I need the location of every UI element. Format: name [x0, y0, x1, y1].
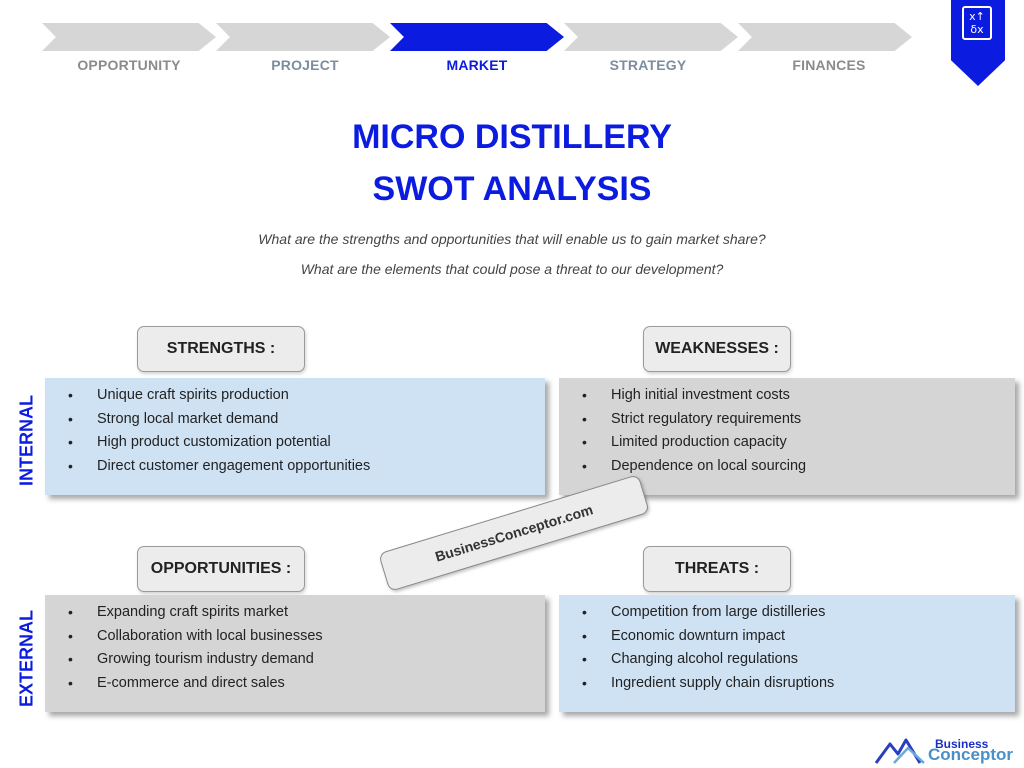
step-label-market: MARKET — [446, 57, 508, 73]
bookmark-badge: x↑δx — [951, 0, 1005, 86]
page-title-line2: SWOT ANALYSIS — [372, 170, 652, 208]
mountain-icon — [874, 738, 925, 764]
progress-steps — [42, 23, 912, 53]
formula-icon: x↑δx — [962, 6, 992, 40]
step-label-finances: FINANCES — [792, 57, 866, 73]
threats-box: Competition from large distilleries Econ… — [559, 595, 1015, 712]
list-item: High product customization potential — [45, 431, 545, 455]
business-conceptor-logo: Business Conceptor — [874, 735, 1019, 767]
step-label-strategy: STRATEGY — [609, 57, 687, 73]
weaknesses-header: WEAKNESSES : — [643, 326, 791, 372]
strengths-header: STRENGTHS : — [137, 326, 305, 372]
question-1: What are the strengths and opportunities… — [258, 231, 766, 247]
page-title-line1: MICRO DISTILLERY — [352, 118, 672, 156]
external-label: EXTERNAL — [16, 610, 37, 708]
internal-label: INTERNAL — [16, 395, 37, 486]
list-item: Strict regulatory requirements — [559, 408, 1015, 432]
step-label-project: PROJECT — [271, 57, 339, 73]
strengths-box: Unique craft spirits production Strong l… — [45, 378, 545, 495]
list-item: Unique craft spirits production — [45, 384, 545, 408]
list-item: Dependence on local sourcing — [559, 455, 1015, 479]
list-item: E-commerce and direct sales — [45, 672, 545, 696]
list-item: Ingredient supply chain disruptions — [559, 672, 1015, 696]
step-project[interactable] — [216, 23, 390, 51]
step-strategy[interactable] — [564, 23, 738, 51]
step-label-opportunity: OPPORTUNITY — [77, 57, 181, 73]
list-item: Economic downturn impact — [559, 625, 1015, 649]
list-item: Expanding craft spirits market — [45, 601, 545, 625]
threats-header: THREATS : — [643, 546, 791, 592]
list-item: Changing alcohol regulations — [559, 648, 1015, 672]
logo-text-line1: Business — [935, 737, 989, 751]
list-item: Strong local market demand — [45, 408, 545, 432]
list-item: Limited production capacity — [559, 431, 1015, 455]
list-item: High initial investment costs — [559, 384, 1015, 408]
step-finances[interactable] — [738, 23, 912, 51]
opportunities-header: OPPORTUNITIES : — [137, 546, 305, 592]
opportunities-box: Expanding craft spirits market Collabora… — [45, 595, 545, 712]
list-item: Collaboration with local businesses — [45, 625, 545, 649]
list-item: Direct customer engagement opportunities — [45, 455, 545, 479]
list-item: Competition from large distilleries — [559, 601, 1015, 625]
logo-text-line2: Conceptor — [928, 745, 1013, 764]
question-2: What are the elements that could pose a … — [300, 261, 724, 277]
step-opportunity[interactable] — [42, 23, 216, 51]
step-market[interactable] — [390, 23, 564, 51]
list-item: Growing tourism industry demand — [45, 648, 545, 672]
